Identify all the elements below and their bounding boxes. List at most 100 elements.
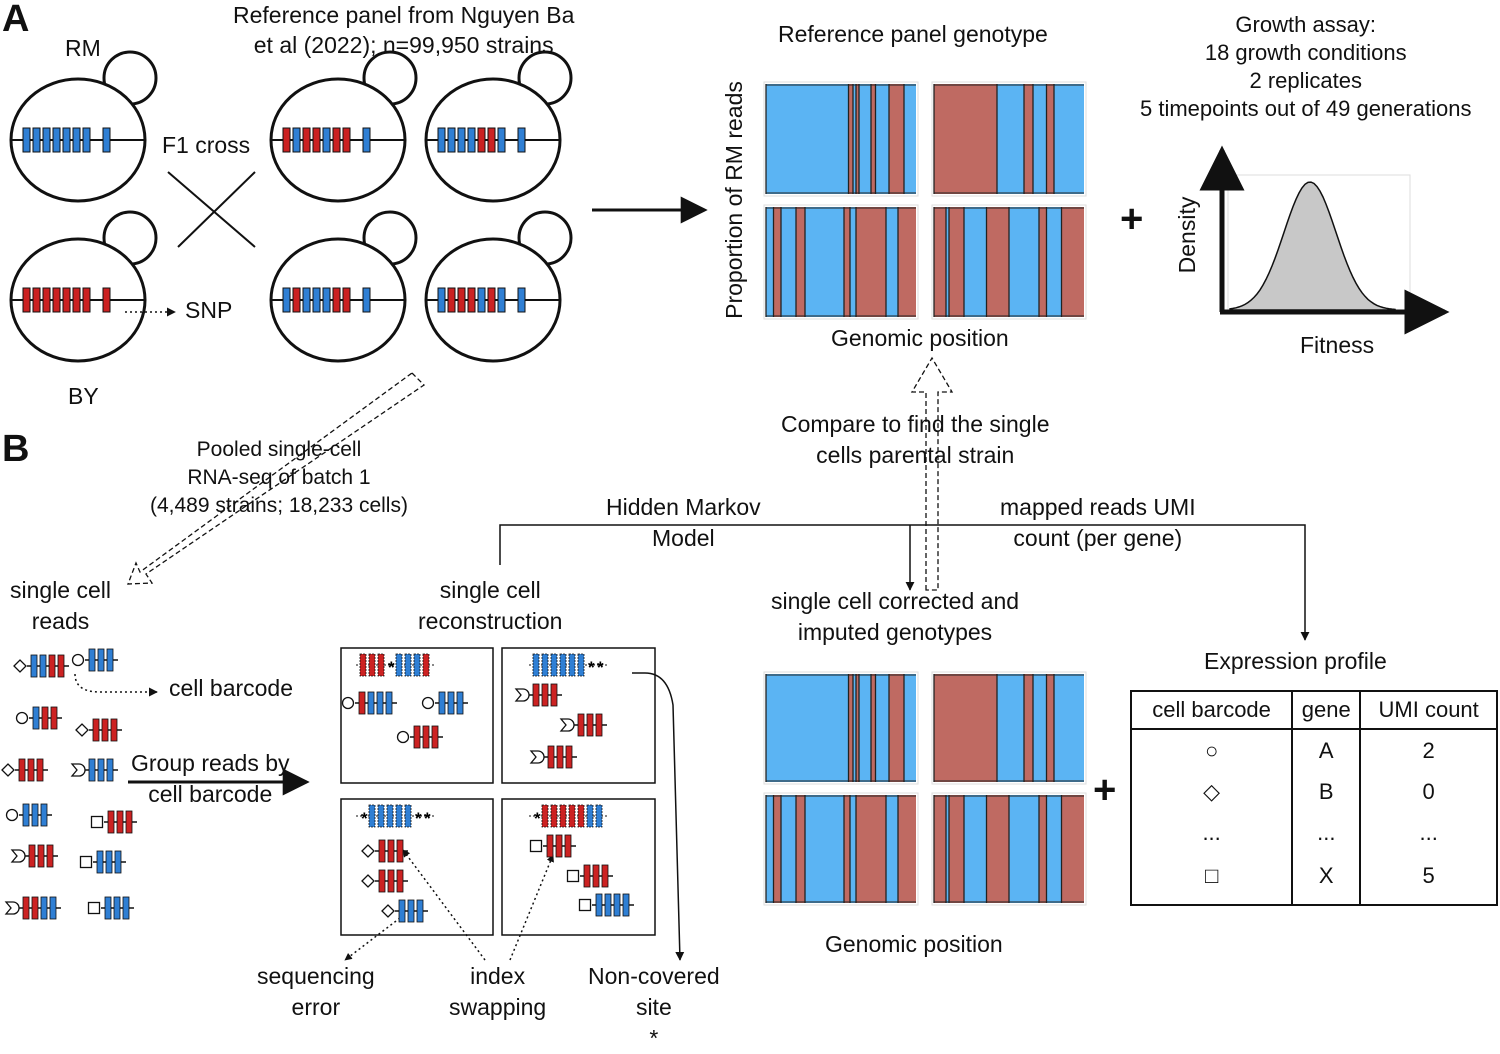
snp-marker — [541, 804, 549, 828]
barcode-square-icon — [90, 815, 104, 829]
snp-marker — [467, 127, 476, 153]
snp-marker — [102, 127, 111, 153]
yeast-cell — [269, 210, 418, 363]
snp-marker — [28, 844, 36, 868]
snp-marker — [568, 653, 576, 677]
snp-marker — [31, 896, 39, 920]
snp-marker — [292, 127, 301, 153]
umi-cell: 5 — [1359, 853, 1498, 906]
snp-marker — [72, 127, 81, 153]
density-plot — [1199, 145, 1450, 335]
sequencing-read — [79, 850, 126, 874]
genotype-plot — [931, 671, 1087, 785]
plus-sign-a: + — [1120, 197, 1144, 241]
genotype-segment — [889, 674, 904, 782]
yeast-cell — [9, 210, 158, 363]
snp-marker — [577, 653, 585, 677]
snp-marker — [546, 834, 554, 858]
genotype-segment — [871, 674, 876, 782]
genotype-segment — [904, 84, 916, 194]
snp-label: SNP — [185, 297, 233, 323]
sequencing-read — [341, 691, 397, 715]
f1-cross-label: F1 cross — [162, 132, 251, 158]
snp-marker — [395, 653, 403, 677]
snp-marker — [550, 804, 558, 828]
snp-marker — [322, 127, 331, 153]
snp-marker — [36, 758, 44, 782]
barcode-square-icon — [87, 901, 101, 915]
genotype-segment — [853, 674, 856, 782]
genotype-segment — [964, 207, 987, 317]
snp-marker — [378, 839, 386, 863]
barcode-square: □ — [1129, 853, 1294, 906]
sequencing-error-label: sequencing error — [257, 963, 375, 1020]
sequencing-read — [514, 683, 562, 707]
genotype-segment — [946, 207, 949, 317]
sequencing-read — [87, 896, 134, 920]
snp-marker — [586, 713, 594, 737]
snp-marker — [613, 893, 621, 917]
snp-marker — [398, 899, 406, 923]
snp-marker — [27, 758, 35, 782]
genotype-segment — [766, 674, 849, 782]
snp-marker — [559, 653, 567, 677]
snp-marker — [107, 810, 115, 834]
barcode-circle-icon — [421, 696, 435, 710]
snp-marker — [332, 287, 341, 313]
snp-marker — [50, 706, 58, 730]
snp-marker — [477, 127, 486, 153]
snp-marker — [592, 864, 600, 888]
snp-marker — [22, 803, 30, 827]
barcode-diamond: ◇ — [1129, 771, 1294, 813]
snp-marker — [102, 287, 111, 313]
genotype-segment — [875, 84, 889, 194]
consensus-genotype: * — [529, 804, 607, 828]
genotype-segment — [848, 84, 853, 194]
snp-marker — [46, 844, 54, 868]
snp-marker — [416, 899, 424, 923]
snp-marker — [302, 127, 311, 153]
genotype-segment — [949, 207, 964, 317]
umi-cell: ... — [1359, 812, 1498, 854]
fitness-label: Fitness — [1300, 332, 1375, 358]
snp-marker — [302, 287, 311, 313]
genotype-segment — [986, 795, 1009, 903]
snp-marker — [385, 691, 393, 715]
cross-line — [177, 171, 256, 248]
single-cell-reads-label: single cell reads — [10, 577, 111, 634]
sequencing-read — [70, 758, 118, 782]
consensus-genotype: *** — [356, 804, 434, 828]
sequencing-read — [361, 869, 408, 893]
plot-frame — [931, 671, 1087, 785]
genotype-segment — [859, 84, 871, 194]
genotype-segment — [898, 795, 916, 903]
genotype-segment — [904, 674, 916, 782]
umi-cell: 2 — [1359, 729, 1498, 772]
snp-marker — [358, 691, 366, 715]
snp-marker — [22, 896, 30, 920]
sequencing-read — [90, 810, 137, 834]
sequencing-read — [361, 839, 408, 863]
snp-marker — [387, 839, 395, 863]
barcode-diamond-icon — [381, 904, 395, 918]
snp-marker — [457, 127, 466, 153]
snp-marker — [282, 287, 291, 313]
snp-marker — [556, 745, 564, 769]
snp-marker — [88, 648, 96, 672]
snp-marker — [362, 127, 371, 153]
mapped-reads-text: mapped reads UMI count (per gene) — [1000, 494, 1196, 551]
x-axis-label-bottom: Genomic position — [825, 931, 1003, 957]
snp-marker — [565, 745, 573, 769]
genotype-segment — [773, 207, 781, 317]
genotype-segment — [1009, 207, 1039, 317]
snp-marker — [40, 896, 48, 920]
snp-marker — [57, 654, 65, 678]
barcode-arrow-icon — [70, 763, 86, 777]
plot-frame — [763, 671, 919, 785]
snp-marker — [583, 864, 591, 888]
genotype-segment — [997, 84, 1024, 194]
snp-marker — [447, 691, 455, 715]
snp-marker — [110, 718, 118, 742]
genotype-segment — [871, 84, 876, 194]
snp-marker — [342, 127, 351, 153]
